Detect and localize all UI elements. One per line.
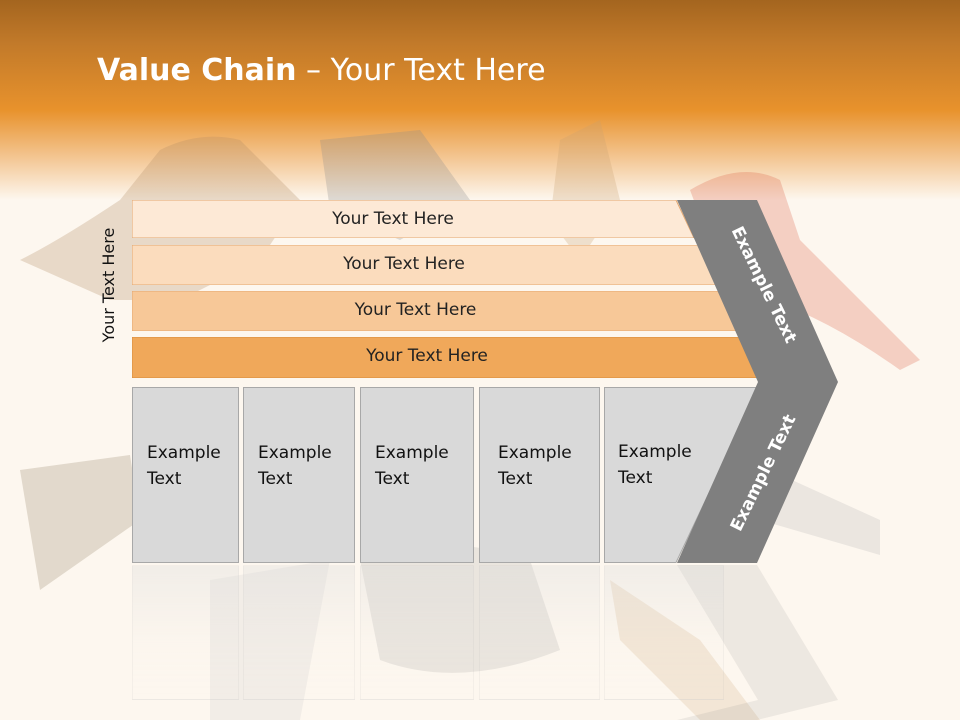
side-label: Your Text Here	[99, 227, 118, 343]
box-1-line2: Text	[147, 469, 182, 489]
box-3-line1: Example	[375, 443, 449, 463]
box-2-line1: Example	[258, 443, 332, 463]
bar-3-label: Your Text Here	[354, 300, 477, 320]
box-5: Example Text	[604, 387, 764, 563]
reflection-box-4	[479, 565, 600, 700]
bar-2-label: Your Text Here	[343, 254, 465, 274]
bar-1-label: Your Text Here	[332, 209, 454, 229]
reflection-box-3	[360, 565, 474, 700]
bar-2-shape	[132, 245, 716, 285]
box-1-line1: Example	[147, 443, 221, 463]
box-4-line1: Example	[498, 443, 572, 463]
title-rest: – Your Text Here	[296, 53, 546, 88]
bar-1: Your Text Here	[132, 200, 694, 238]
bar-4-label: Your Text Here	[366, 346, 488, 366]
title-bold: Value Chain	[97, 53, 297, 88]
bar-2: Your Text Here	[132, 245, 716, 285]
page-title: Value Chain – Your Text Here	[97, 53, 546, 88]
box-3-line2: Text	[375, 469, 410, 489]
box-4-line2: Text	[498, 469, 533, 489]
bar-1-shape	[132, 200, 694, 238]
reflection-box-2	[243, 565, 355, 700]
box-5-line1: Example	[618, 442, 692, 462]
bar-4-shape	[132, 337, 762, 378]
reflection-box-5	[604, 565, 724, 700]
bar-3: Your Text Here	[132, 291, 739, 331]
bar-3-shape	[132, 291, 739, 331]
boxes-reflection	[0, 565, 960, 700]
bar-4: Your Text Here	[132, 337, 762, 378]
reflection-box-1	[132, 565, 239, 700]
box-2-line2: Text	[258, 469, 293, 489]
header-band	[0, 0, 960, 200]
box-5-line2: Text	[618, 468, 653, 488]
